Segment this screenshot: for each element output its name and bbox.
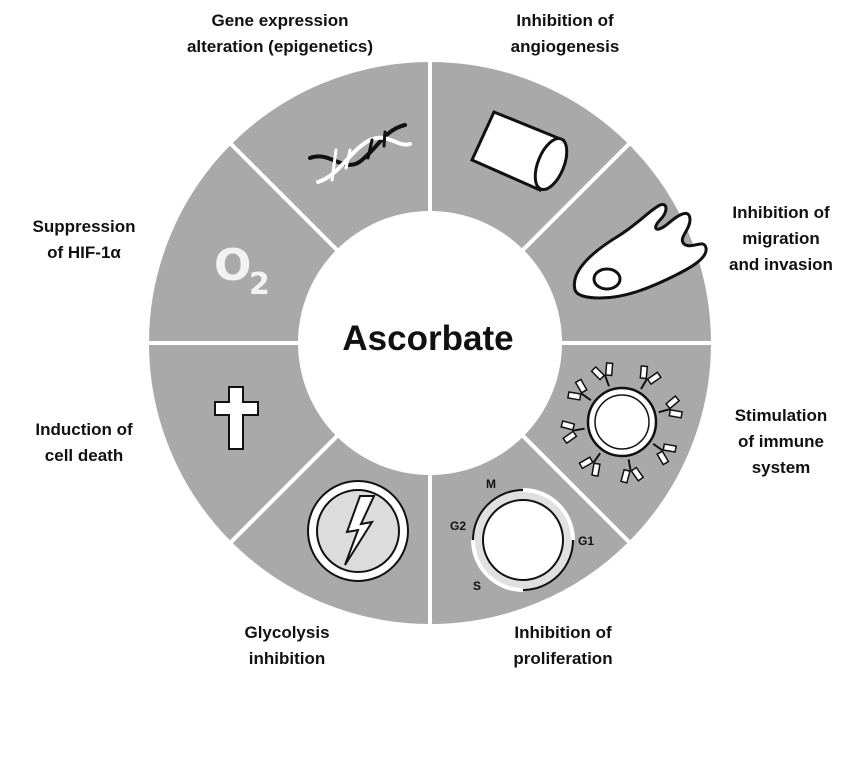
cycle-label-m: M bbox=[486, 477, 496, 491]
antibody-icon bbox=[578, 452, 602, 477]
oxygen-subscript: 2 bbox=[249, 267, 270, 302]
oxygen-symbol: O bbox=[214, 240, 251, 291]
label-line: cell death bbox=[44, 446, 124, 465]
cell-cycle-icon: M G1 S G2 bbox=[450, 477, 594, 593]
label-line: Stimulation bbox=[734, 406, 828, 425]
label-angiogenesis: Inhibition of angiogenesis bbox=[490, 8, 640, 60]
lightning-cell-icon bbox=[307, 480, 409, 582]
label-line: Glycolysis bbox=[244, 623, 330, 642]
blood-vessel-tube-icon bbox=[470, 110, 569, 192]
label-hif: Suppression of HIF-1α bbox=[14, 214, 154, 266]
label-line: and invasion bbox=[729, 255, 833, 274]
oxygen-icon: O 2 bbox=[214, 240, 270, 302]
center-label: Ascorbate bbox=[342, 319, 514, 358]
label-migration: Inhibition of migration and invasion bbox=[716, 200, 846, 278]
antibody-icon bbox=[567, 378, 592, 402]
label-line: Inhibition of bbox=[732, 203, 830, 222]
cycle-label-s: S bbox=[473, 579, 481, 593]
label-line: system bbox=[751, 458, 811, 477]
antibody-cell-icon bbox=[560, 362, 684, 484]
label-proliferation: Inhibition of proliferation bbox=[488, 620, 638, 672]
migrating-cell-icon bbox=[572, 202, 708, 300]
label-line: Suppression bbox=[32, 217, 136, 236]
label-glycolysis: Glycolysis inhibition bbox=[222, 620, 352, 672]
label-line: alteration (epigenetics) bbox=[186, 37, 374, 56]
label-line: Induction of bbox=[35, 420, 133, 439]
cycle-label-g2: G2 bbox=[450, 519, 466, 533]
cycle-label-g1: G1 bbox=[578, 534, 594, 548]
antibody-icon bbox=[620, 459, 645, 484]
antibody-icon bbox=[560, 420, 585, 445]
label-line: of HIF-1α bbox=[47, 243, 121, 262]
label-immune: Stimulation of immune system bbox=[716, 403, 846, 481]
label-line: proliferation bbox=[513, 649, 613, 668]
center-circle bbox=[298, 211, 562, 475]
label-line: angiogenesis bbox=[510, 37, 620, 56]
label-line: Inhibition of bbox=[516, 11, 614, 30]
antibody-icon bbox=[639, 365, 662, 390]
antibody-icon bbox=[590, 362, 614, 387]
label-epigenetics: Gene expression alteration (epigenetics) bbox=[180, 8, 380, 60]
label-line: of immune bbox=[738, 432, 824, 451]
label-line: inhibition bbox=[248, 649, 326, 668]
antibody-icon bbox=[652, 442, 677, 466]
label-cell-death: Induction of cell death bbox=[14, 417, 154, 469]
label-line: Inhibition of bbox=[514, 623, 612, 642]
antibody-icon bbox=[658, 395, 684, 419]
cross-icon bbox=[214, 386, 259, 450]
label-line: Gene expression bbox=[211, 11, 349, 30]
dna-helix-icon bbox=[308, 123, 412, 184]
label-line: migration bbox=[742, 229, 820, 248]
